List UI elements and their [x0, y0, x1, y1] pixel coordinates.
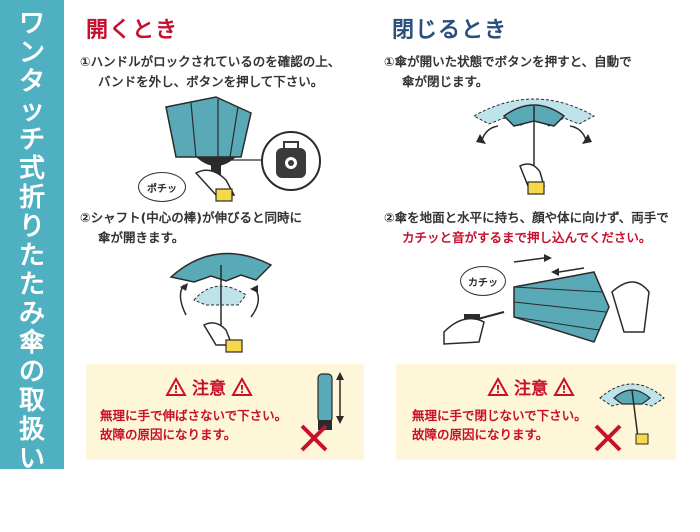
sidebar-title-char: ッ [18, 96, 45, 126]
sidebar-title-char: ワ [18, 9, 45, 39]
closing-umbrella-illustration [472, 98, 596, 195]
sidebar-title-char: 方 [18, 473, 45, 503]
close-step2: ②傘を地面と水平に持ち、顔や体に向けず、両手で カチッと音がするまで押し込んでく… [384, 208, 669, 248]
sidebar-title-char: ン [18, 38, 45, 68]
close-warning-box: ! 注意 ! 無理に手で閉じないで下さい。 故障の原因になります。 [396, 364, 676, 460]
open-step1-line1: ①ハンドルがロックされているのを確認の上、 [80, 54, 341, 69]
close-warning-line2: 故障の原因になります。 [412, 427, 549, 442]
open-step2-line2: 傘が開きます。 [98, 230, 185, 245]
open-heading: 開くとき [86, 18, 179, 43]
warning-icon: ! [487, 376, 509, 396]
sidebar-title-char: 取 [18, 386, 45, 416]
svg-text:!: ! [561, 383, 566, 396]
open-warning-line2: 故障の原因になります。 [100, 427, 237, 442]
sidebar-title-char: タ [18, 67, 45, 97]
close-step1-line2: 傘が閉じます。 [402, 74, 489, 89]
do-not-pull-illustration [300, 372, 344, 452]
sidebar-title-char: み [18, 299, 45, 329]
open-warning-box: ! 注意 ! 無理に手で伸ばさないで下さい。 故障の原因になります。 [86, 364, 364, 460]
close-step1-line1: ①傘が開いた状態でボタンを押すと、自動で [384, 54, 632, 69]
svg-text:!: ! [239, 383, 244, 396]
sidebar-title-char: り [18, 212, 45, 242]
open-warning-line1: 無理に手で伸ばさないで下さい。 [100, 408, 288, 423]
close-warning-title: ! 注意 ! [487, 374, 575, 399]
sidebar-title-char: チ [18, 125, 45, 155]
open-step1-line2: バンドを外し、ボタンを押して下さい。 [98, 74, 324, 89]
sidebar-title-char: た [18, 270, 45, 300]
warning-icon: ! [231, 376, 253, 396]
open-warning-title: ! 注意 ! [165, 374, 253, 399]
open-warning-text: 無理に手で伸ばさないで下さい。 故障の原因になります。 [100, 406, 287, 444]
handle-button-zoom [230, 131, 321, 191]
svg-text:!: ! [173, 383, 178, 396]
sidebar-title-char: の [18, 357, 45, 387]
sidebar-title-char: 折 [18, 183, 45, 213]
close-step1: ①傘が開いた状態でボタンを押すと、自動で 傘が閉じます。 [384, 52, 632, 92]
close-warning-text: 無理に手で閉じないで下さい。 故障の原因になります。 [412, 406, 587, 444]
open-warning-title-text: 注意 [192, 379, 226, 399]
sidebar-title-char: 法 [18, 502, 45, 532]
warning-icon: ! [553, 376, 575, 396]
close-step2-line1: ②傘を地面と水平に持ち、顔や体に向けず、両手で [384, 210, 669, 225]
open-step1: ①ハンドルがロックされているのを確認の上、 バンドを外し、ボタンを押して下さい。 [80, 52, 340, 92]
opening-umbrella-illustration [169, 252, 273, 353]
sidebar-title-char: た [18, 241, 45, 271]
close-warning-title-text: 注意 [514, 379, 548, 399]
open-step2-line1: ②シャフト(中心の棒)が伸びると同時に [80, 210, 303, 225]
open-click-badge: ポチッ [138, 172, 186, 202]
close-heading: 閉じるとき [392, 18, 508, 43]
push-close-illustration [443, 254, 650, 345]
warning-icon: ! [165, 376, 187, 396]
open-step2: ②シャフト(中心の棒)が伸びると同時に 傘が開きます。 [80, 208, 302, 248]
close-click-badge: カチッ [460, 266, 506, 296]
sidebar-title-char: 扱 [18, 415, 45, 445]
sidebar-title-char: 傘 [18, 328, 45, 358]
svg-text:!: ! [495, 383, 500, 396]
close-step2-line2: カチッと音がするまで押し込んでください。 [402, 230, 652, 245]
sidebar-title: ワンタッチ式折りたたみ傘の取扱い方法 [0, 0, 64, 532]
instruction-sheet: ワンタッチ式折りたたみ傘の取扱い方法 開くとき ①ハンドルがロックされているのを… [0, 0, 676, 532]
sidebar-title-char: 式 [18, 154, 45, 184]
folded-umbrella-illustration [165, 96, 252, 202]
sidebar-title-char: い [18, 444, 45, 474]
do-not-close-illustration [594, 383, 665, 452]
close-warning-line1: 無理に手で閉じないで下さい。 [412, 408, 587, 423]
